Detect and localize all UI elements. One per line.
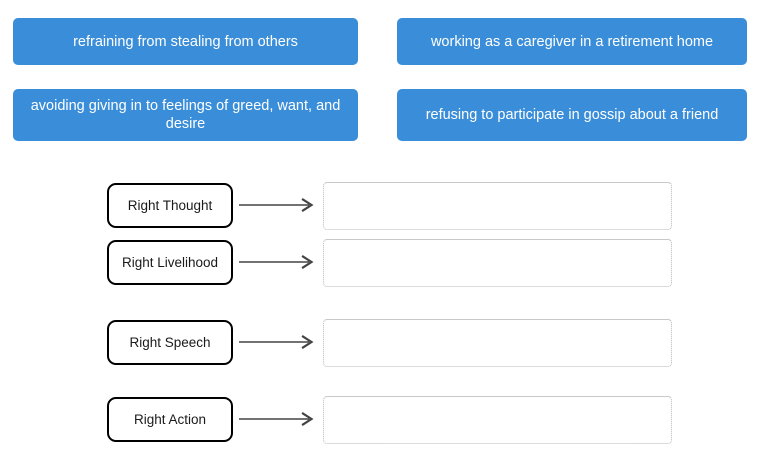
draggable-tile-2[interactable]: working as a caregiver in a retirement h…	[397, 18, 747, 65]
match-row: Right Thought	[0, 182, 760, 240]
draggable-tile-4-label: refusing to participate in gossip about …	[425, 107, 719, 123]
arrow-right-icon	[239, 254, 319, 270]
term-label: Right Livelihood	[121, 255, 219, 270]
draggable-tile-2-label: working as a caregiver in a retirement h…	[430, 33, 714, 50]
term-label: Right Action	[133, 412, 207, 427]
match-row: Right Speech	[0, 319, 760, 377]
matching-rows-area: Right Thought Right Livelihood Right Spe…	[0, 160, 760, 460]
dropzone-right-livelihood[interactable]	[323, 239, 672, 287]
term-box-right-thought: Right Thought	[107, 183, 233, 228]
term-label: Right Thought	[127, 198, 213, 213]
draggable-tile-4[interactable]: refusing to participate in gossip about …	[397, 89, 747, 141]
draggable-tile-3-label: avoiding giving in to feelings of greed,…	[30, 98, 341, 132]
arrow-right-icon	[239, 197, 319, 213]
match-row: Right Action	[0, 396, 760, 454]
term-box-right-action: Right Action	[107, 397, 233, 442]
match-row: Right Livelihood	[0, 239, 760, 297]
arrow-right-icon	[239, 334, 319, 350]
term-box-right-livelihood: Right Livelihood	[107, 240, 233, 285]
draggable-tile-1-label: refraining from stealing from others	[73, 33, 298, 50]
dropzone-right-action[interactable]	[323, 396, 672, 444]
arrow-right-icon	[239, 411, 319, 427]
term-label: Right Speech	[129, 335, 211, 350]
draggable-tile-1[interactable]: refraining from stealing from others	[13, 18, 358, 65]
dropzone-right-thought[interactable]	[323, 182, 672, 230]
dropzone-right-speech[interactable]	[323, 319, 672, 367]
term-box-right-speech: Right Speech	[107, 320, 233, 365]
draggable-tile-3[interactable]: avoiding giving in to feelings of greed,…	[13, 89, 358, 141]
draggable-tiles-area: refraining from stealing from others wor…	[0, 0, 760, 160]
